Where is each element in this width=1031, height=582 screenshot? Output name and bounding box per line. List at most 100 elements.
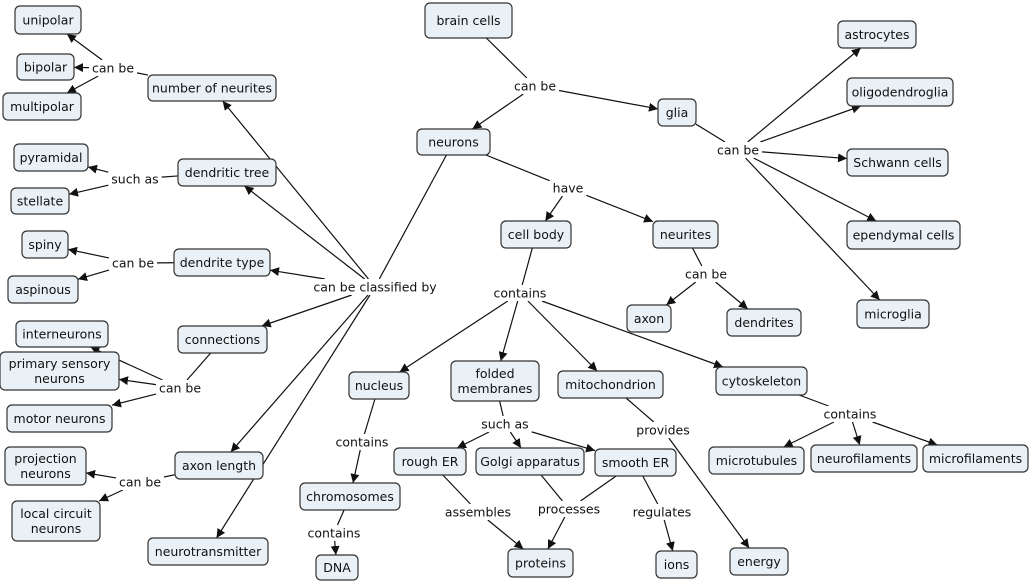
link-label-background (109, 171, 161, 187)
concept-node-label: stellate (17, 194, 64, 209)
edge-neurites-to-l_canbe_neur (691, 247, 703, 267)
concept-node-cyto: cytoskeleton (715, 366, 808, 396)
concept-node-dendrites: dendrites (726, 308, 802, 337)
edge-numneurites-to-l_canbe_num (136, 72, 149, 76)
concept-node-label: primary sensory (9, 356, 111, 371)
concept-node-label: multipolar (10, 99, 75, 114)
link-label-l_contains_cyto: contains (821, 406, 879, 422)
link-label-text: can be (92, 61, 134, 76)
concept-node-label: brain cells (436, 13, 500, 28)
concept-node-ions: ions (655, 550, 698, 579)
edge-rougher-to-l_assembles (442, 474, 471, 505)
concept-node-spiny: spiny (21, 230, 69, 259)
link-label-text: can be (112, 256, 154, 271)
concept-node-multipolar: multipolar (2, 92, 82, 121)
concept-node-label: ions (664, 557, 690, 572)
concept-node-microglia: microglia (856, 299, 930, 329)
concept-node-label: axon (634, 311, 664, 326)
edge-l_contains_nuc-to-chromosomes (350, 449, 361, 484)
link-label-background (311, 279, 439, 295)
link-label-l_processes: processes (535, 501, 603, 517)
concept-node-label: mitochondrion (565, 377, 656, 392)
link-label-background (333, 434, 391, 450)
concept-node-label: dendrite type (180, 255, 265, 270)
concept-node-interneurons: interneurons (15, 320, 109, 348)
link-label-l_canbe_dtype: can be (109, 255, 157, 271)
concept-node-box (11, 500, 101, 542)
concept-node-box (922, 444, 1029, 473)
edge-l_provides-to-energy (668, 437, 750, 549)
concept-node-box (15, 320, 109, 348)
concept-node-label: nucleus (355, 378, 403, 393)
link-label-l_regulates: regulates (630, 504, 694, 520)
concept-node-box (177, 158, 277, 187)
edge-smoother-to-l_processes (580, 475, 617, 502)
concept-node-box (726, 308, 802, 337)
concept-node-brain: brain cells (424, 2, 513, 39)
concept-node-box (507, 548, 574, 578)
concept-node-label: neurites (660, 227, 711, 242)
link-label-text: such as (481, 417, 528, 432)
link-label-text: can be (119, 475, 161, 490)
edge-neurons-to-l_classified (378, 154, 447, 280)
concept-node-cellbody: cell body (500, 220, 572, 249)
concept-node-box (14, 5, 82, 35)
edge-l_classified-to-denddtype (269, 267, 326, 280)
concept-node-label: oligodendroglia (852, 85, 949, 100)
link-label-l_assembles: assembles (442, 504, 514, 520)
edge-l_assembles-to-proteins (487, 519, 524, 550)
concept-node-axonlen: axon length (174, 451, 264, 480)
edge-l_canbe1-to-neurons (472, 93, 524, 130)
edge-l_canbe_glia-to-microglia (745, 157, 881, 301)
edge-l_suchas_tree-to-pyramidal (87, 164, 109, 174)
concept-node-label: ependymal cells (853, 228, 955, 243)
edge-chromosomes-to-l_contains_chr (336, 509, 345, 526)
concept-node-box (6, 404, 113, 433)
concept-node-label: energy (737, 554, 781, 569)
edge-l_have-to-cellbody (544, 195, 563, 222)
edge-l_canbe_axlen-to-projection (85, 469, 117, 479)
link-label-text: provides (636, 423, 689, 438)
concept-node-label: bipolar (24, 60, 68, 75)
edge-axonlen-to-l_canbe_axlen (163, 474, 176, 478)
edge-brain-to-l_canbe1 (485, 37, 528, 79)
concept-node-energy: energy (729, 547, 789, 576)
concept-node-label: number of neurites (152, 81, 272, 96)
concept-node-neurotrans: neurotransmitter (147, 537, 269, 566)
edge-l_canbe_neur-to-dendrites (715, 281, 749, 310)
edge-folded-to-l_suchas_fold (499, 400, 504, 417)
link-label-background (634, 422, 692, 438)
concept-node-label: motor neurons (14, 411, 106, 426)
link-label-background (630, 504, 694, 520)
link-label-l_suchas_fold: such as (479, 416, 531, 432)
concept-node-label: neurons (31, 521, 81, 536)
link-label-l_classified: can be classified by (311, 279, 439, 295)
concept-node-box (557, 370, 664, 399)
concept-node-label: DNA (323, 560, 351, 575)
link-label-text: can be (717, 143, 759, 158)
edges (66, 33, 938, 556)
concept-node-pyramidal: pyramidal (13, 143, 89, 172)
concept-node-box (424, 2, 513, 39)
concept-node-box (416, 128, 491, 156)
edge-l_canbe_neur-to-axon (665, 281, 697, 306)
concept-node-box (348, 371, 410, 400)
concept-node-box (21, 230, 69, 259)
edge-l_canbe_glia-to-ependymal (753, 157, 877, 222)
concept-node-label: interneurons (22, 327, 101, 342)
concept-node-label: folded (475, 366, 514, 381)
concept-node-box (657, 98, 697, 127)
concept-node-box (16, 53, 75, 81)
concept-node-rougher: rough ER (393, 447, 467, 476)
concept-node-smoother: smooth ER (594, 448, 677, 477)
concept-node-label: cell body (508, 227, 565, 242)
link-label-background (156, 380, 204, 396)
concept-node-box (299, 482, 401, 511)
link-label-background (305, 525, 363, 541)
link-label-text: contains (824, 407, 877, 422)
edge-l_classified-to-dendtree (244, 185, 366, 280)
concept-node-label: neurons (20, 466, 70, 481)
concept-node-ependymal: ependymal cells (846, 220, 961, 250)
